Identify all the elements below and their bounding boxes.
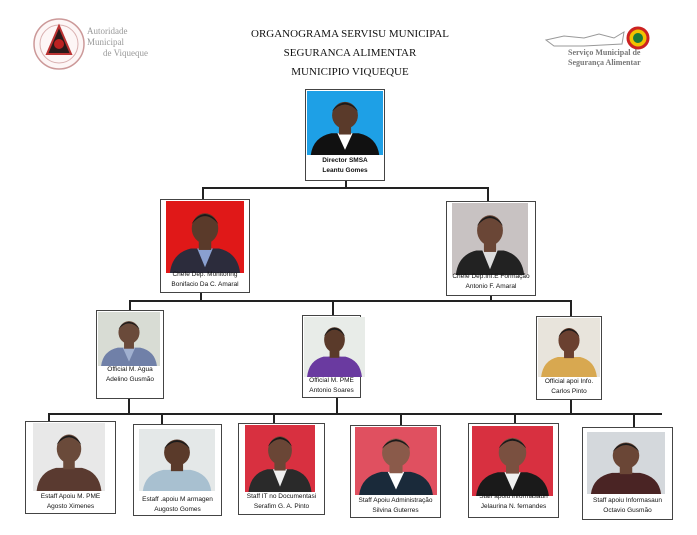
photo bbox=[307, 91, 383, 155]
person-portrait-icon bbox=[359, 438, 433, 495]
node-role: Staff apoiu informasaun bbox=[479, 493, 548, 500]
node-role: Staff Apoiu Administração bbox=[358, 497, 433, 504]
food-security-service-logo: Serviço Municipal de Segurança Alimentar bbox=[544, 26, 674, 71]
municipal-seal-icon bbox=[33, 18, 85, 70]
left-logo-line: Autoridade Municipal bbox=[87, 26, 128, 47]
photo bbox=[587, 432, 665, 494]
connector-line bbox=[345, 180, 347, 188]
connector-line bbox=[128, 398, 130, 413]
node-role: Chefe Dep. Monitoring bbox=[172, 271, 238, 278]
connector-line bbox=[161, 413, 163, 424]
node-name: Antonio Soares bbox=[309, 387, 354, 394]
node-name: Leantu Gomes bbox=[322, 167, 368, 174]
photo bbox=[472, 426, 553, 496]
person-portrait-icon bbox=[541, 328, 597, 377]
connector-line bbox=[490, 295, 492, 301]
right-logo-line: Segurança Alimentar bbox=[568, 58, 641, 67]
org-node-director: Director SMSA Leantu Gomes bbox=[305, 89, 385, 181]
connector-line bbox=[570, 300, 572, 316]
connector-line bbox=[48, 413, 662, 415]
connector-line bbox=[202, 187, 204, 200]
left-logo-line: de Viqueque bbox=[103, 48, 149, 58]
connector-line bbox=[514, 413, 516, 423]
photo bbox=[538, 318, 600, 377]
node-name: Jelaurina N. fernandes bbox=[480, 503, 547, 510]
person-portrait-icon bbox=[455, 215, 525, 275]
connector-line bbox=[129, 300, 571, 302]
photo bbox=[452, 203, 528, 275]
node-role: Staff apoiu Informasaun bbox=[593, 497, 662, 504]
photo bbox=[98, 312, 160, 366]
node-name: Bonifacio Da C. Amaral bbox=[171, 281, 239, 288]
node-name: Antonio F. Amaral bbox=[465, 283, 517, 290]
municipal-authority-logo: Autoridade Municipal de Viqueque bbox=[33, 14, 153, 74]
connector-line bbox=[273, 413, 275, 423]
node-role: Official M. Agua bbox=[107, 366, 153, 373]
person-portrait-icon bbox=[101, 321, 157, 366]
photo bbox=[139, 429, 215, 491]
org-node-official-info: Official apoi Info. Carlos Pinto bbox=[536, 316, 602, 400]
photo bbox=[166, 201, 244, 273]
connector-line bbox=[202, 187, 488, 189]
connector-line bbox=[200, 292, 202, 301]
node-role: Chefe Dep.Inf.E Formação bbox=[452, 273, 530, 280]
person-portrait-icon bbox=[36, 434, 102, 491]
photo bbox=[245, 425, 315, 492]
node-name: Carlos Pinto bbox=[551, 388, 587, 395]
person-portrait-icon bbox=[476, 437, 549, 496]
right-logo-line: Serviço Municipal de bbox=[568, 48, 641, 57]
org-node-official-pme: Official M. PME Antonio Soares bbox=[302, 315, 365, 398]
page-subtitle: MUNICIPIO VIQUEQUE bbox=[291, 66, 409, 78]
page-title: ORGANOGRAMA SERVISU MUNICIPAL bbox=[251, 28, 449, 40]
connector-line bbox=[487, 187, 489, 201]
person-portrait-icon bbox=[169, 213, 241, 273]
node-role: Director SMSA bbox=[322, 157, 368, 164]
connector-line bbox=[570, 399, 572, 413]
node-role: Estaff Apoiu M. PME bbox=[40, 493, 101, 500]
photo bbox=[33, 423, 105, 491]
node-role: Official apoi Info. bbox=[544, 378, 594, 385]
node-name: Adelino Gusmão bbox=[105, 376, 155, 383]
person-portrait-icon bbox=[248, 436, 312, 492]
connector-line bbox=[129, 300, 131, 310]
connector-line bbox=[48, 413, 50, 421]
photo bbox=[355, 427, 437, 495]
map-emblem-icon bbox=[544, 26, 650, 50]
node-name: Serafim G. A. Pinto bbox=[253, 503, 310, 510]
node-name: Augosto Gomes bbox=[154, 506, 201, 513]
person-portrait-icon bbox=[310, 101, 380, 155]
connector-line bbox=[633, 413, 635, 427]
person-portrait-icon bbox=[142, 439, 212, 491]
photo bbox=[304, 317, 365, 377]
connector-line bbox=[336, 397, 338, 413]
node-role: Official M. PME bbox=[309, 377, 354, 384]
node-name: Silvina Guterres bbox=[372, 507, 419, 514]
connector-line bbox=[332, 300, 334, 315]
person-portrait-icon bbox=[590, 442, 662, 494]
node-role: Staff IT no Documentasi bbox=[246, 493, 317, 500]
node-role: Estaff .apoiu M armagen bbox=[142, 496, 213, 503]
node-name: Agosto Ximenes bbox=[46, 503, 95, 510]
page-subtitle: SEGURANCA ALIMENTAR bbox=[283, 47, 417, 59]
connector-line bbox=[400, 413, 402, 425]
node-name: Octavio Gusmão bbox=[603, 507, 652, 514]
person-portrait-icon bbox=[307, 327, 362, 377]
org-node-staff-pme: Estaff Apoiu M. PME Agosto Ximenes bbox=[25, 421, 116, 514]
